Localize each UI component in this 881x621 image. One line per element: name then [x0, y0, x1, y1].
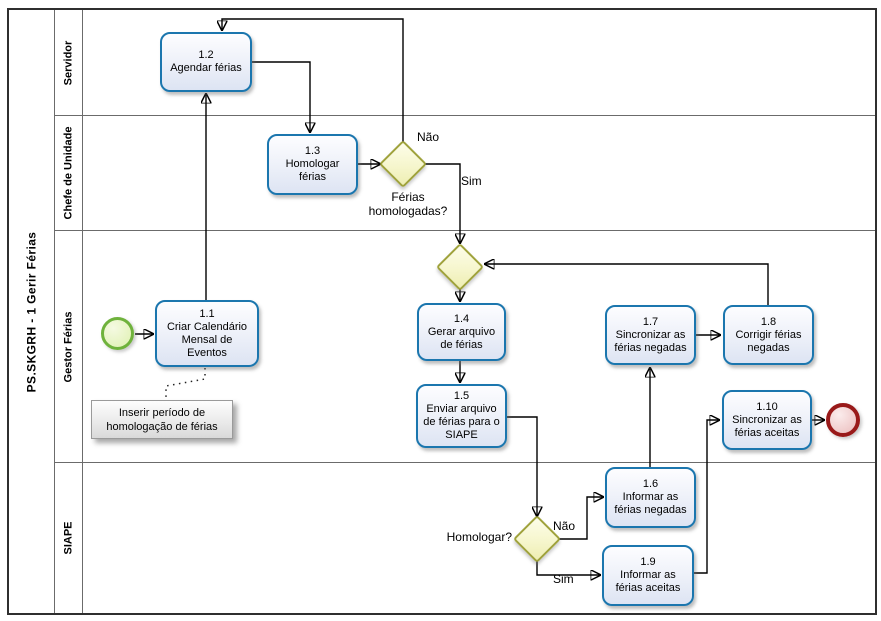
task-name: Enviar arquivo de férias para o SIAPE [423, 403, 500, 441]
lane-servidor: Servidor [55, 10, 875, 115]
flow-label-nao-top: Não [417, 130, 440, 144]
pool-title-cell: PS.SKGRH - 1 Gerir Férias [9, 10, 55, 613]
task-name: Gerar arquivo de férias [427, 325, 496, 351]
task-number: 1.6 [642, 478, 659, 490]
task-number: 1.4 [453, 312, 470, 325]
end-event-icon[interactable] [826, 403, 860, 437]
lane-label-chefe-de-unidade: Chefe de Unidade [62, 126, 75, 220]
task-1-5[interactable]: 1.5 Enviar arquivo de férias para o SIAP… [416, 384, 507, 448]
task-name: Agendar férias [170, 62, 242, 74]
task-name: Homologar férias [285, 158, 340, 183]
lane-label-cell: Servidor [55, 10, 83, 115]
task-1-6[interactable]: 1.6 Informar as férias negadas [605, 467, 696, 528]
flow-label-nao-bottom: Não [553, 519, 576, 533]
gateway-homologar-label: Homologar? [446, 530, 512, 544]
task-name: Criar Calendário Mensal de Eventos [166, 320, 248, 359]
task-name: Informar as férias negadas [614, 491, 687, 516]
task-number: 1.9 [640, 556, 656, 568]
task-number: 1.3 [304, 145, 321, 157]
task-1-3[interactable]: 1.3 Homologar férias [267, 134, 358, 195]
flow-label-sim-top: Sim [461, 174, 482, 188]
task-1-10[interactable]: 1.10 Sincronizar as férias aceitas [722, 390, 812, 450]
task-1-9[interactable]: 1.9 Informar as férias aceitas [602, 545, 694, 606]
annotation-note[interactable]: Inserir período de homologação de férias [91, 400, 233, 439]
task-number: 1.5 [453, 390, 470, 402]
task-name: Corrigir férias negadas [735, 328, 802, 354]
lane-content-chefe-de-unidade [83, 116, 875, 230]
lane-label-siape: SIAPE [62, 521, 75, 555]
lane-gestor-ferias: Gestor Férias [55, 230, 875, 462]
lane-label-gestor-ferias: Gestor Férias [62, 311, 75, 382]
lane-chefe-de-unidade: Chefe de Unidade [55, 115, 875, 230]
lane-siape: SIAPE [55, 462, 875, 613]
lane-label-cell: Gestor Férias [55, 231, 83, 462]
task-1-7[interactable]: 1.7 Sincronizar as férias negadas [605, 305, 696, 365]
gateway-ferias-homologadas-label: Férias homologadas? [368, 190, 448, 218]
task-1-8[interactable]: 1.8 Corrigir férias negadas [723, 305, 814, 365]
task-name: Sincronizar as férias aceitas [732, 413, 802, 439]
task-1-1[interactable]: 1.1 Criar Calendário Mensal de Eventos [155, 300, 259, 367]
task-name: Informar as férias aceitas [615, 569, 681, 594]
task-name: Sincronizar as férias negadas [614, 328, 687, 354]
task-number: 1.7 [642, 315, 659, 328]
task-number: 1.8 [760, 315, 777, 328]
lane-label-cell: Chefe de Unidade [55, 116, 83, 230]
lane-label-servidor: Servidor [62, 40, 75, 85]
flow-label-sim-bottom: Sim [553, 572, 574, 586]
task-1-2[interactable]: 1.2 Agendar férias [160, 32, 252, 92]
lane-label-cell: SIAPE [55, 463, 83, 613]
task-number: 1.1 [199, 307, 215, 320]
start-event-icon[interactable] [101, 317, 134, 350]
lane-stack: Servidor Chefe de Unidade Gestor Férias … [55, 10, 875, 613]
task-number: 1.10 [756, 400, 778, 413]
task-1-4[interactable]: 1.4 Gerar arquivo de férias [417, 303, 506, 361]
task-number: 1.2 [198, 49, 214, 61]
pool-title: PS.SKGRH - 1 Gerir Férias [24, 231, 39, 392]
